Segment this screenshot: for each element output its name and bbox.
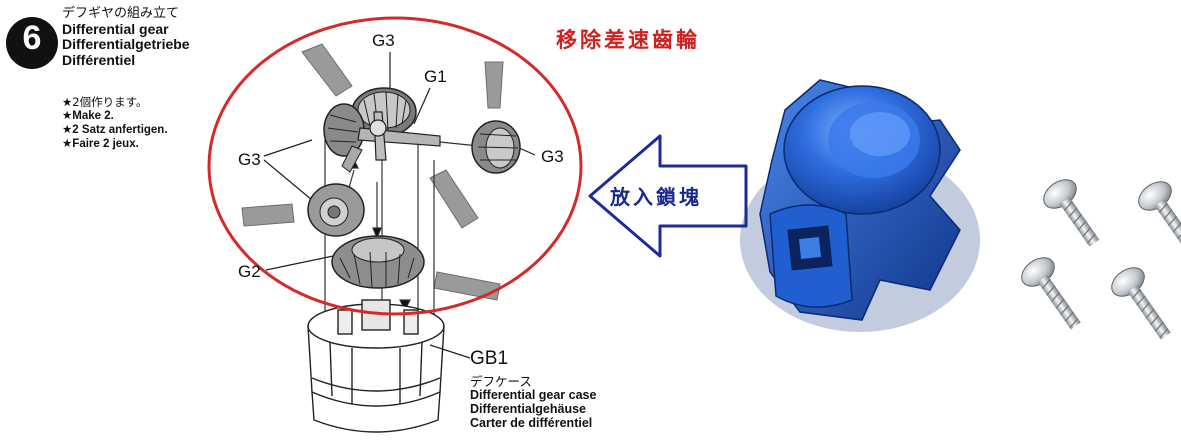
step-title-block: デフギヤの組み立て Differential gear Differential… xyxy=(62,7,190,69)
label-g2: G2 xyxy=(238,262,261,281)
gear-case-name-jp: デフケース xyxy=(470,373,532,389)
insert-arrow xyxy=(588,134,748,258)
gear-case-gb1 xyxy=(307,299,445,433)
instruction-en: ★Make 2. xyxy=(62,110,114,123)
step-number: 6 xyxy=(22,19,42,57)
highlight-circle xyxy=(207,16,583,316)
step-number-badge xyxy=(6,17,58,69)
screw-1 xyxy=(1043,179,1100,247)
step-title-fr: Différentiel xyxy=(62,52,136,69)
label-g1: G1 xyxy=(424,67,447,86)
instruction-list: ★2個作ります。 ★Make 2. ★2 Satz anfertigen. ★F… xyxy=(62,96,168,152)
gear-case-name-de: Differentialgehäuse xyxy=(470,402,587,417)
gear-case-label-block: GB1 デフケース Differential gear case Differe… xyxy=(470,349,596,431)
screw-3 xyxy=(1021,257,1081,330)
gear-g3-left-lower xyxy=(307,183,365,237)
screw-2 xyxy=(1138,181,1181,249)
leader-lines xyxy=(263,52,536,359)
label-g3-right: G3 xyxy=(541,147,564,166)
screw-4 xyxy=(1111,267,1171,340)
label-g3-left: G3 xyxy=(238,150,261,169)
step-title-en: Differential gear xyxy=(62,20,169,37)
gear-g2 xyxy=(331,235,425,289)
insert-lock-annotation: 放入鎖塊 xyxy=(610,185,702,209)
grease-tubes xyxy=(241,43,504,301)
label-g3-top: G3 xyxy=(372,31,395,50)
aluminum-lock-block xyxy=(740,79,980,332)
step-title-jp: デフギヤの組み立て xyxy=(62,6,180,21)
instruction-de: ★2 Satz anfertigen. xyxy=(62,124,168,137)
gear-case-name-fr: Carter de différentiel xyxy=(470,416,593,431)
gear-case-name-en: Differential gear case xyxy=(470,388,597,403)
instruction-fr: ★Faire 2 jeux. xyxy=(62,138,139,151)
gear-case-code: GB1 xyxy=(470,348,509,369)
instruction-jp: ★2個作ります。 xyxy=(62,95,148,109)
gear-g3-right xyxy=(471,120,521,174)
remove-gear-annotation: 移除差速齒輪 xyxy=(556,27,700,52)
gear-g1-cross-shaft xyxy=(341,111,441,173)
step-title-de: Differentialgetriebe xyxy=(62,36,190,53)
